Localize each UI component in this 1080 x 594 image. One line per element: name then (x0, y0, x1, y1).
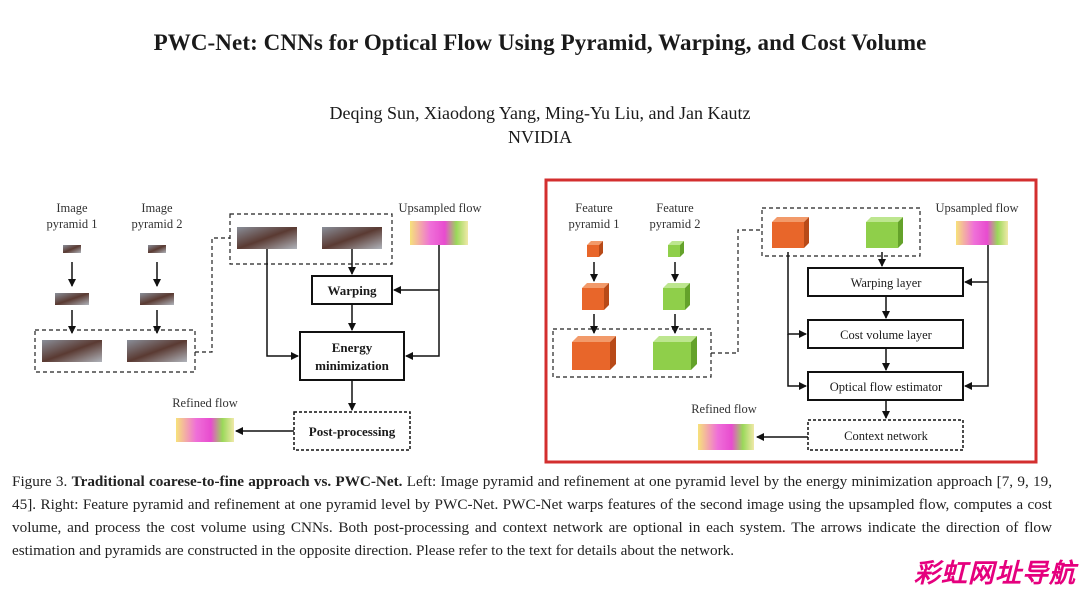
current-feature2-cube (866, 217, 903, 248)
feature1-level3-cube (587, 241, 603, 257)
feature-pyramid-2-label-line1: Feature (656, 201, 694, 215)
right-upsampled-flow-image (956, 221, 1008, 245)
paper-title: PWC-Net: CNNs for Optical Flow Using Pyr… (153, 30, 927, 55)
current-image-1 (237, 227, 297, 249)
feature-pyramid-1-label-line2: pyramid 1 (568, 217, 619, 231)
right-refined-flow-label: Refined flow (691, 402, 757, 416)
feature-pyramid-2-label-line2: pyramid 2 (649, 217, 700, 231)
flow-to-estimator-arrow (964, 245, 989, 390)
right-refined-flow-image (698, 424, 754, 450)
cost-volume-layer-box (807, 319, 964, 349)
warping-label: Warping (327, 283, 377, 298)
image-pyramid-2-label-line2: pyramid 2 (131, 217, 182, 231)
cost-volume-layer-label: Cost volume layer (840, 328, 932, 342)
right-dashed-connector (711, 229, 762, 354)
left-current-level-box (229, 213, 393, 265)
pyramid1-level1-image (42, 340, 102, 362)
energy-minimization-label-line2: minimization (315, 358, 389, 373)
feature2-level1-cube (653, 336, 697, 370)
post-processing-label: Post-processing (309, 424, 396, 439)
caption-bold-title: Traditional coarese-to-fine approach vs.… (71, 473, 403, 490)
right-current-level-box (761, 207, 921, 257)
optical-flow-estimator-label: Optical flow estimator (830, 380, 943, 394)
image-pyramid-2-label-line1: Image (141, 201, 173, 215)
feature1-level1-cube (572, 336, 616, 370)
site-watermark: 彩虹网址导航 (913, 559, 1076, 589)
pwc-net-highlight-frame (544, 178, 1038, 464)
right-upsampled-flow-label: Upsampled flow (936, 201, 1019, 215)
pyramid2-level1-image (127, 340, 187, 362)
figure-3: Image pyramid 1 Image pyramid 2 Upsample… (34, 178, 1038, 464)
context-network-label: Context network (844, 429, 928, 443)
pyramid2-level2-image (140, 293, 174, 305)
flow-to-energy-arrow (405, 245, 440, 360)
figure-caption: Figure 3. Traditional coarese-to-fine ap… (12, 470, 1052, 562)
warping-layer-label: Warping layer (851, 276, 923, 290)
left-level-dashed-box (34, 329, 196, 373)
feature-pyramid-1-label-line1: Feature (575, 201, 613, 215)
pyramid1-level2-image (55, 293, 89, 305)
caption-prefix: Figure 3. (12, 473, 72, 490)
feat1-to-cost-arrow (787, 252, 807, 338)
img1-to-energy-arrow (266, 249, 299, 360)
feat1-to-estimator-arrow (787, 334, 807, 390)
left-refined-flow-label: Refined flow (172, 396, 238, 410)
left-upsampled-flow-image (410, 221, 468, 245)
left-upsampled-flow-label: Upsampled flow (399, 201, 482, 215)
right-diagram: Feature pyramid 1 Feature pyramid 2 (544, 178, 1038, 464)
image-pyramid-1-label-line1: Image (56, 201, 88, 215)
left-dashed-connector (195, 237, 230, 353)
current-feature1-cube (772, 217, 809, 248)
feature2-level2-cube (663, 283, 690, 310)
authors: Deqing Sun, Xiaodong Yang, Ming-Yu Liu, … (329, 103, 751, 123)
energy-minimization-label-line1: Energy (332, 340, 373, 355)
caption-body: Left: Image pyramid and refinement at on… (12, 473, 1052, 559)
image-pyramid-1-label-line2: pyramid 1 (46, 217, 97, 231)
author-block: Deqing Sun, Xiaodong Yang, Ming-Yu Liu, … (0, 101, 1080, 149)
left-diagram: Image pyramid 1 Image pyramid 2 Upsample… (34, 201, 482, 451)
current-image-2 (322, 227, 382, 249)
affiliation: NVIDIA (508, 127, 572, 147)
optical-flow-estimator-box (807, 371, 964, 401)
pyramid2-level3-image (148, 245, 166, 253)
left-refined-flow-image (176, 418, 234, 442)
context-network-box (807, 419, 964, 451)
feature1-level2-cube (582, 283, 609, 310)
feature2-level3-cube (668, 241, 684, 257)
pyramid1-level3-image (63, 245, 81, 253)
post-processing-box (293, 411, 411, 451)
warping-box (311, 275, 393, 305)
warping-layer-box (807, 267, 964, 297)
